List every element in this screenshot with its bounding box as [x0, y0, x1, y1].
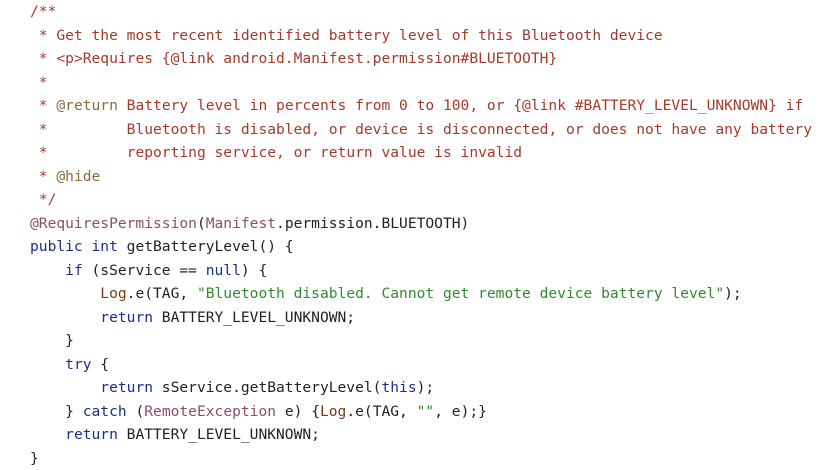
- code-line: @RequiresPermission(Manifest.permission.…: [30, 212, 469, 236]
- code-token: .permission.BLUETOOTH): [276, 215, 469, 232]
- code-line: try {: [30, 353, 109, 377]
- code-indent: [30, 356, 65, 373]
- code-token: );: [724, 285, 742, 302]
- code-indent: [30, 168, 39, 185]
- code-indent: [30, 74, 39, 91]
- code-token: BATTERY_LEVEL_UNKNOWN;: [153, 309, 355, 326]
- code-line: public int getBatteryLevel() {: [30, 235, 294, 259]
- code-indent: [30, 191, 39, 208]
- code-line: *: [30, 71, 48, 95]
- code-line: return BATTERY_LEVEL_UNKNOWN;: [30, 423, 320, 447]
- code-token: (: [127, 403, 145, 420]
- code-indent: [30, 144, 39, 161]
- code-token: public: [30, 238, 83, 255]
- code-line: return sService.getBatteryLevel(this);: [30, 376, 434, 400]
- code-token: Battery level in percents from 0 to 100,…: [118, 97, 803, 114]
- code-token: * reporting service, or return value is …: [39, 144, 522, 161]
- code-indent: [30, 332, 65, 349]
- code-token: *: [39, 74, 48, 91]
- code-indent: [30, 50, 39, 67]
- code-token: *: [39, 97, 57, 114]
- code-indent: [30, 27, 39, 44]
- code-token: Log: [320, 403, 346, 420]
- code-line: * Get the most recent identified battery…: [30, 24, 663, 48]
- code-token: , e);}: [434, 403, 487, 420]
- code-token: catch: [83, 403, 127, 420]
- code-indent: [30, 285, 100, 302]
- code-line: /**: [30, 0, 56, 24]
- code-token: ) {: [241, 262, 267, 279]
- code-line: }: [30, 447, 39, 470]
- code-token: @hide: [56, 168, 100, 185]
- code-line: }: [30, 329, 74, 353]
- code-token: /**: [30, 3, 56, 20]
- code-token: );: [417, 379, 435, 396]
- code-line: * <p>Requires {@link android.Manifest.pe…: [30, 47, 557, 71]
- code-line: * reporting service, or return value is …: [30, 141, 522, 165]
- code-line: if (sService == null) {: [30, 259, 267, 283]
- code-token: *: [39, 168, 57, 185]
- code-token: {: [92, 356, 110, 373]
- code-token: }: [65, 332, 74, 349]
- code-token: */: [39, 191, 57, 208]
- code-token: if: [65, 262, 83, 279]
- code-token: RemoteException: [144, 403, 276, 420]
- code-indent: [30, 403, 65, 420]
- code-indent: [30, 426, 65, 443]
- code-line: return BATTERY_LEVEL_UNKNOWN;: [30, 306, 355, 330]
- code-token: null: [206, 262, 241, 279]
- code-token: * <p>Requires {@link android.Manifest.pe…: [39, 50, 557, 67]
- code-token: int: [92, 238, 118, 255]
- code-token: (: [197, 215, 206, 232]
- code-line: * Bluetooth is disabled, or device is di…: [30, 118, 812, 142]
- code-token: return: [65, 426, 118, 443]
- code-token: [83, 238, 92, 255]
- code-token: @return: [56, 97, 118, 114]
- code-token: * Bluetooth is disabled, or device is di…: [39, 121, 812, 138]
- code-line: } catch (RemoteException e) {Log.e(TAG, …: [30, 400, 487, 424]
- code-token: try: [65, 356, 91, 373]
- code-token: e) {: [276, 403, 320, 420]
- code-token: .e(TAG,: [346, 403, 416, 420]
- code-token: }: [65, 403, 83, 420]
- code-token: .e(TAG,: [127, 285, 197, 302]
- code-line: Log.e(TAG, "Bluetooth disabled. Cannot g…: [30, 282, 742, 306]
- code-line: */: [30, 188, 56, 212]
- code-indent: [30, 97, 39, 114]
- code-token: * Get the most recent identified battery…: [39, 27, 663, 44]
- code-indent: [30, 309, 100, 326]
- code-token: Manifest: [206, 215, 276, 232]
- code-token: @RequiresPermission: [30, 215, 197, 232]
- code-token: BATTERY_LEVEL_UNKNOWN;: [118, 426, 320, 443]
- code-token: }: [30, 450, 39, 467]
- code-token: sService.getBatteryLevel(: [153, 379, 381, 396]
- code-indent: [30, 262, 65, 279]
- code-token: getBatteryLevel() {: [118, 238, 294, 255]
- code-token: (sService ==: [83, 262, 206, 279]
- code-token: return: [100, 379, 153, 396]
- code-indent: [30, 121, 39, 138]
- code-token: Log: [100, 285, 126, 302]
- code-token: "": [417, 403, 435, 420]
- code-indent: [30, 379, 100, 396]
- code-token: return: [100, 309, 153, 326]
- code-token: this: [381, 379, 416, 396]
- code-line: * @return Battery level in percents from…: [30, 94, 803, 118]
- code-line: * @hide: [30, 165, 100, 189]
- code-token: "Bluetooth disabled. Cannot get remote d…: [197, 285, 724, 302]
